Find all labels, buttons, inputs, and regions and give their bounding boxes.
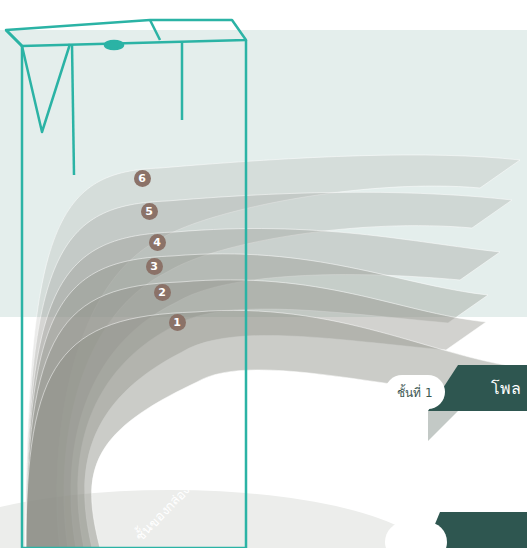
- callout-number: 2: [154, 284, 171, 301]
- callout-number: 6: [134, 170, 151, 187]
- carton-outline: [6, 20, 246, 548]
- callout-number: 5: [141, 203, 158, 220]
- layer-tab: ชั้นที่ 1: [385, 375, 445, 409]
- callout-number: 3: [146, 258, 163, 275]
- tab-text: ชั้นที่ 1: [397, 383, 432, 402]
- carton-layers: [26, 155, 525, 548]
- callout-number: 4: [149, 234, 166, 251]
- band-shape: [428, 365, 527, 441]
- next-layer-tab: [385, 512, 527, 548]
- callout-number: 1: [169, 314, 186, 331]
- carton-caption: ชั้นของกล่องเครื่องดื่ม: [130, 443, 230, 545]
- band-text: โพล: [491, 376, 521, 401]
